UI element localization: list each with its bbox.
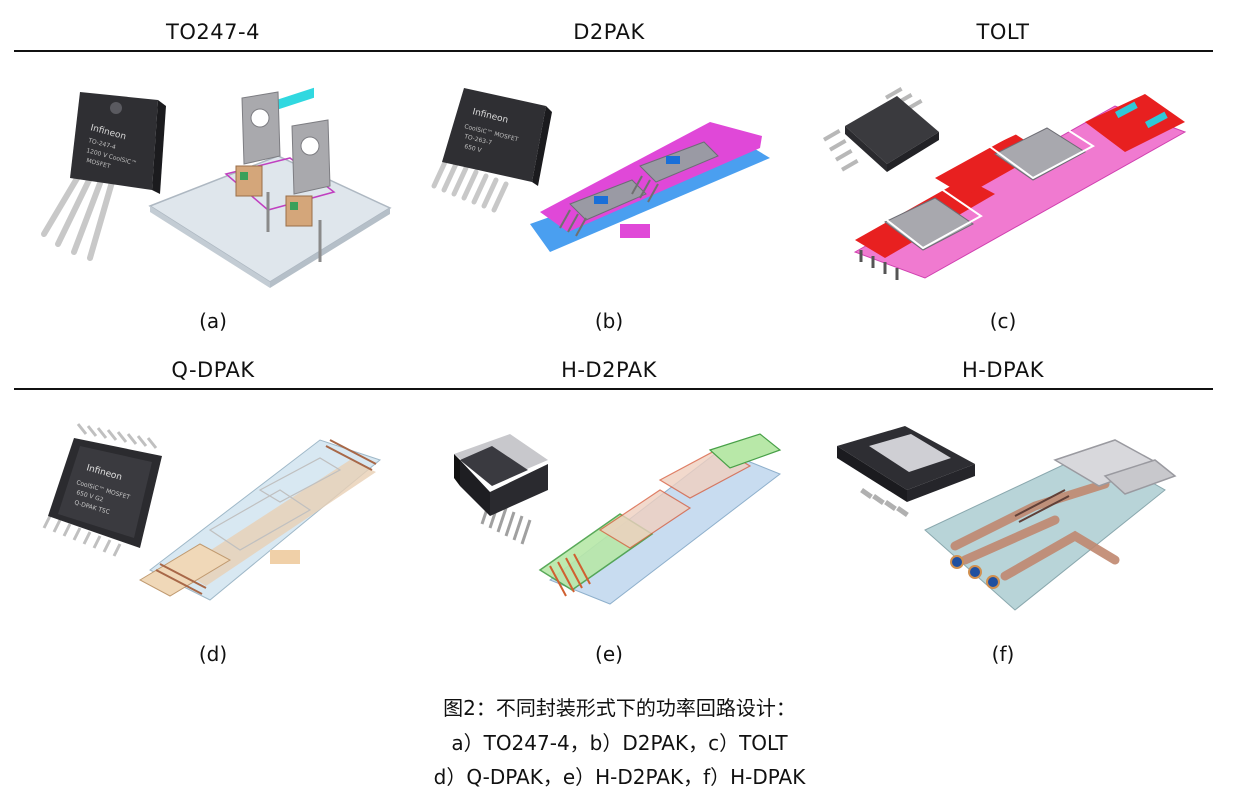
- label-c: (c): [989, 309, 1017, 333]
- d2pak-power-loop: [530, 122, 770, 252]
- d2pak-package: Infineon CoolSiC™ MOSFET TO-263-7 650 V: [431, 88, 552, 213]
- hdpak-power-loop: [924, 439, 1177, 611]
- tolt-package: [823, 87, 939, 172]
- figure-c-tolt: [815, 82, 1215, 342]
- svg-text:650 V: 650 V: [464, 143, 484, 154]
- to247-devices-on-board: [235, 91, 331, 262]
- tolt-power-loop: [853, 94, 1187, 280]
- label-f: (f): [991, 642, 1015, 666]
- qdpak-power-loop: [138, 439, 382, 601]
- row2-header: Q-DPAK H-D2PAK H-DPAK: [0, 358, 1239, 398]
- figure-d-q-dpak: Infineon CoolSiC™ MOSFET 650 V G2 Q-DPAK…: [30, 420, 430, 680]
- figure-e-h-d2pak: [420, 420, 820, 680]
- hdpak-package: [837, 426, 975, 517]
- label-b: (b): [594, 309, 624, 333]
- label-a: (a): [199, 309, 227, 333]
- hd2pak-power-loop: [538, 433, 782, 605]
- label-e: (e): [595, 642, 623, 666]
- figure-caption-line1: 图2：不同封装形式下的功率回路设计：: [443, 696, 796, 720]
- row1-divider: [14, 50, 1213, 52]
- row1-header: TO247-4 D2PAK TOLT: [0, 20, 1239, 60]
- figure-b-d2pak: Infineon CoolSiC™ MOSFET TO-263-7 650 V: [420, 82, 820, 342]
- to247-pcb-board: [148, 87, 392, 288]
- title-tolt: TOLT: [976, 20, 1030, 44]
- figure-a-to247-4: Infineon TO-247-4 1200 V CoolSiC™ MOSFET: [30, 82, 430, 342]
- title-d2pak: D2PAK: [573, 20, 645, 44]
- figure-caption-line3: d）Q-DPAK，e）H-D2PAK，f）H-DPAK: [433, 765, 806, 789]
- figure-f-h-dpak: [815, 420, 1215, 680]
- figure-caption-line2: a）TO247-4，b）D2PAK，c）TOLT: [451, 731, 788, 755]
- label-d: (d): [198, 642, 228, 666]
- title-q-dpak: Q-DPAK: [171, 358, 255, 382]
- to247-pins: [41, 167, 115, 261]
- title-to247-4: TO247-4: [166, 20, 260, 44]
- qdpak-package: Infineon CoolSiC™ MOSFET 650 V G2 Q-DPAK…: [42, 423, 162, 557]
- to247-package: Infineon TO-247-4 1200 V CoolSiC™ MOSFET: [70, 92, 166, 194]
- title-h-dpak: H-DPAK: [962, 358, 1044, 382]
- row2-divider: [14, 388, 1213, 390]
- title-h-d2pak: H-D2PAK: [561, 358, 657, 382]
- hd2pak-package: [454, 434, 548, 545]
